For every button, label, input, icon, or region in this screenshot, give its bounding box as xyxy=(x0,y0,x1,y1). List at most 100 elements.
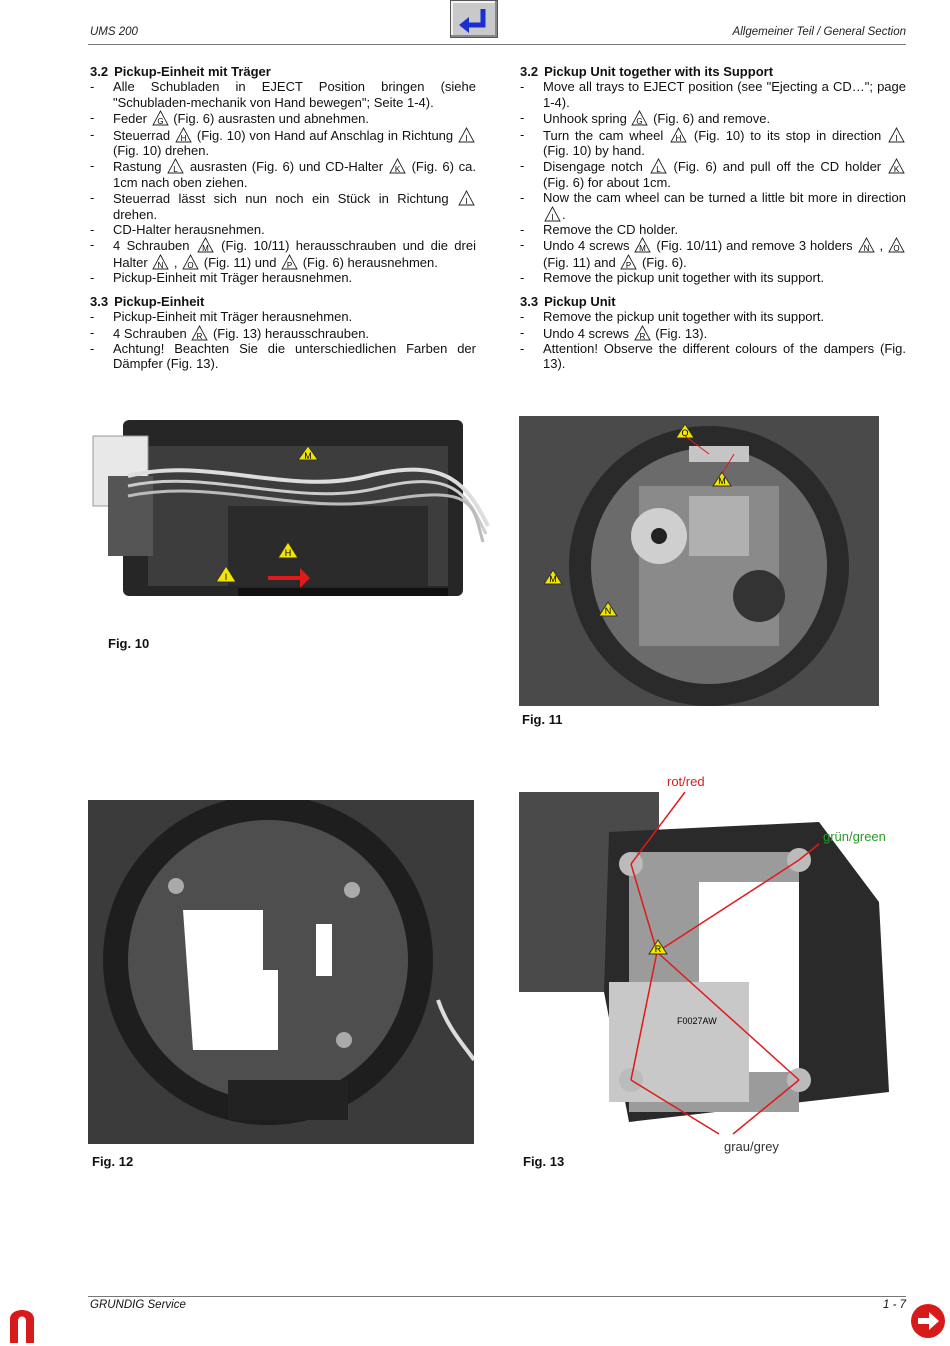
fig10-photo: M H I xyxy=(88,416,494,604)
warning-marker-icon: I xyxy=(888,126,905,143)
footer-brand: GRUNDIG Service xyxy=(90,1299,186,1311)
warning-marker-icon: L xyxy=(167,158,184,174)
footer-rule xyxy=(88,1296,906,1297)
warning-marker-icon: P xyxy=(620,253,638,270)
warning-marker-icon: N xyxy=(857,237,875,253)
step-item: -Pickup-Einheit mit Träger herausnehmen. xyxy=(90,270,353,286)
warning-marker-icon: R xyxy=(633,324,651,341)
warning-marker-icon: L xyxy=(649,158,667,174)
svg-text:K: K xyxy=(894,165,900,174)
svg-text:L: L xyxy=(656,165,661,174)
fig10-marker: M xyxy=(304,451,312,461)
step-item: -Pickup-Einheit mit Träger herausnehmen. xyxy=(90,309,353,325)
step-item: -Move all trays to EJECT position (see "… xyxy=(520,79,906,110)
warning-marker-icon: I xyxy=(544,205,561,222)
svg-text:G: G xyxy=(637,117,643,126)
next-arrow-icon xyxy=(911,1304,945,1338)
fig11-photo: O M M N xyxy=(519,416,879,706)
chip-label: F0027AW xyxy=(677,1016,717,1026)
warning-marker-icon: P xyxy=(281,253,298,270)
warning-marker-icon: G xyxy=(631,110,649,126)
step-item: -Alle Schubladen in EJECT Position bring… xyxy=(90,79,476,110)
warning-marker-icon: I xyxy=(458,126,475,143)
warning-marker-icon: I xyxy=(458,190,475,206)
label-red: rot/red xyxy=(667,774,705,789)
svg-text:N: N xyxy=(158,261,164,270)
label-green: grün/green xyxy=(823,829,886,844)
fig13-photo: R F0027AW xyxy=(519,792,895,1144)
svg-text:K: K xyxy=(395,165,401,174)
step-item: -Undo 4 screws M (Fig. 10/11) and remove… xyxy=(520,237,906,270)
warning-marker-icon: H xyxy=(670,126,687,143)
fig11-marker: N xyxy=(605,606,612,616)
step-item: -Turn the cam wheel H (Fig. 10) to its s… xyxy=(520,127,906,159)
warning-marker-icon: K xyxy=(389,158,406,174)
header-rule xyxy=(88,44,906,45)
step-item: -4 Schrauben M (Fig. 10/11) herausschrau… xyxy=(90,237,476,270)
fig10-marker: I xyxy=(225,572,228,582)
step-item: -Attention! Observe the different colour… xyxy=(520,340,906,372)
next-page-button[interactable] xyxy=(910,1303,946,1339)
step-item: -Steuerrad H (Fig. 10) von Hand auf Ansc… xyxy=(90,127,476,159)
step-item: -CD-Halter herausnehmen. xyxy=(90,222,265,238)
svg-text:I: I xyxy=(465,134,467,143)
fig10-caption: Fig. 10 xyxy=(108,636,150,651)
svg-text:P: P xyxy=(626,261,631,270)
warning-marker-icon: K xyxy=(888,158,905,174)
warning-marker-icon: H xyxy=(175,126,192,143)
svg-text:H: H xyxy=(181,134,187,143)
step-item: -Remove the pickup unit together with it… xyxy=(520,270,825,286)
warning-marker-icon: N xyxy=(152,253,170,270)
step-item: -Remove the CD holder. xyxy=(520,222,679,238)
warning-marker-icon: R xyxy=(191,324,209,341)
fig11-caption: Fig. 11 xyxy=(522,712,563,727)
svg-text:O: O xyxy=(188,261,194,270)
warning-marker-icon: G xyxy=(151,110,169,126)
step-item: -Remove the pickup unit together with it… xyxy=(520,309,825,325)
header-doc-title: UMS 200 xyxy=(90,26,138,38)
fig12-photo xyxy=(88,800,474,1144)
step-list: -Remove the pickup unit together with it… xyxy=(520,309,906,372)
step-item: -Feder G (Fig. 6) ausrasten und abnehmen… xyxy=(90,110,370,127)
svg-text:M: M xyxy=(640,244,647,253)
step-item: -Rastung L ausrasten (Fig. 6) und CD-Hal… xyxy=(90,158,476,190)
svg-text:R: R xyxy=(197,332,203,341)
fig11-marker: M xyxy=(549,574,557,584)
fig11-marker: O xyxy=(681,428,688,438)
svg-text:L: L xyxy=(173,165,178,174)
warning-marker-icon: O xyxy=(182,253,199,270)
acrobat-icon[interactable] xyxy=(4,1303,40,1343)
fig13-marker: R xyxy=(655,944,662,954)
warning-marker-icon: M xyxy=(197,237,214,253)
back-arrow-icon xyxy=(459,9,486,33)
svg-text:P: P xyxy=(287,261,292,270)
svg-text:G: G xyxy=(157,117,163,126)
svg-text:R: R xyxy=(639,332,645,341)
svg-text:M: M xyxy=(202,244,209,253)
step-item: -Achtung! Beachten Sie die unterschiedli… xyxy=(90,340,476,372)
svg-text:O: O xyxy=(893,244,899,253)
fig12-caption: Fig. 12 xyxy=(92,1154,134,1169)
header-section-title: Allgemeiner Teil / General Section xyxy=(732,26,906,38)
fig13-caption: Fig. 13 xyxy=(523,1154,565,1169)
fig10-marker: H xyxy=(285,548,292,558)
step-list: -Pickup-Einheit mit Träger herausnehmen.… xyxy=(90,309,476,372)
step-list: -Alle Schubladen in EJECT Position bring… xyxy=(90,79,476,285)
step-item: -Now the cam wheel can be turned a littl… xyxy=(520,190,906,222)
footer-page-number: 1 - 7 xyxy=(882,1299,906,1311)
step-list: -Move all trays to EJECT position (see "… xyxy=(520,79,906,285)
step-item: -Unhook spring G (Fig. 6) and remove. xyxy=(520,110,771,127)
svg-text:I: I xyxy=(895,134,897,143)
svg-text:N: N xyxy=(863,244,869,253)
back-button[interactable] xyxy=(450,0,498,38)
step-item: -Steuerrad lässt sich nun noch ein Stück… xyxy=(90,190,476,222)
warning-marker-icon: O xyxy=(888,237,905,253)
fig11-marker: M xyxy=(718,476,726,486)
warning-marker-icon: M xyxy=(634,237,652,253)
